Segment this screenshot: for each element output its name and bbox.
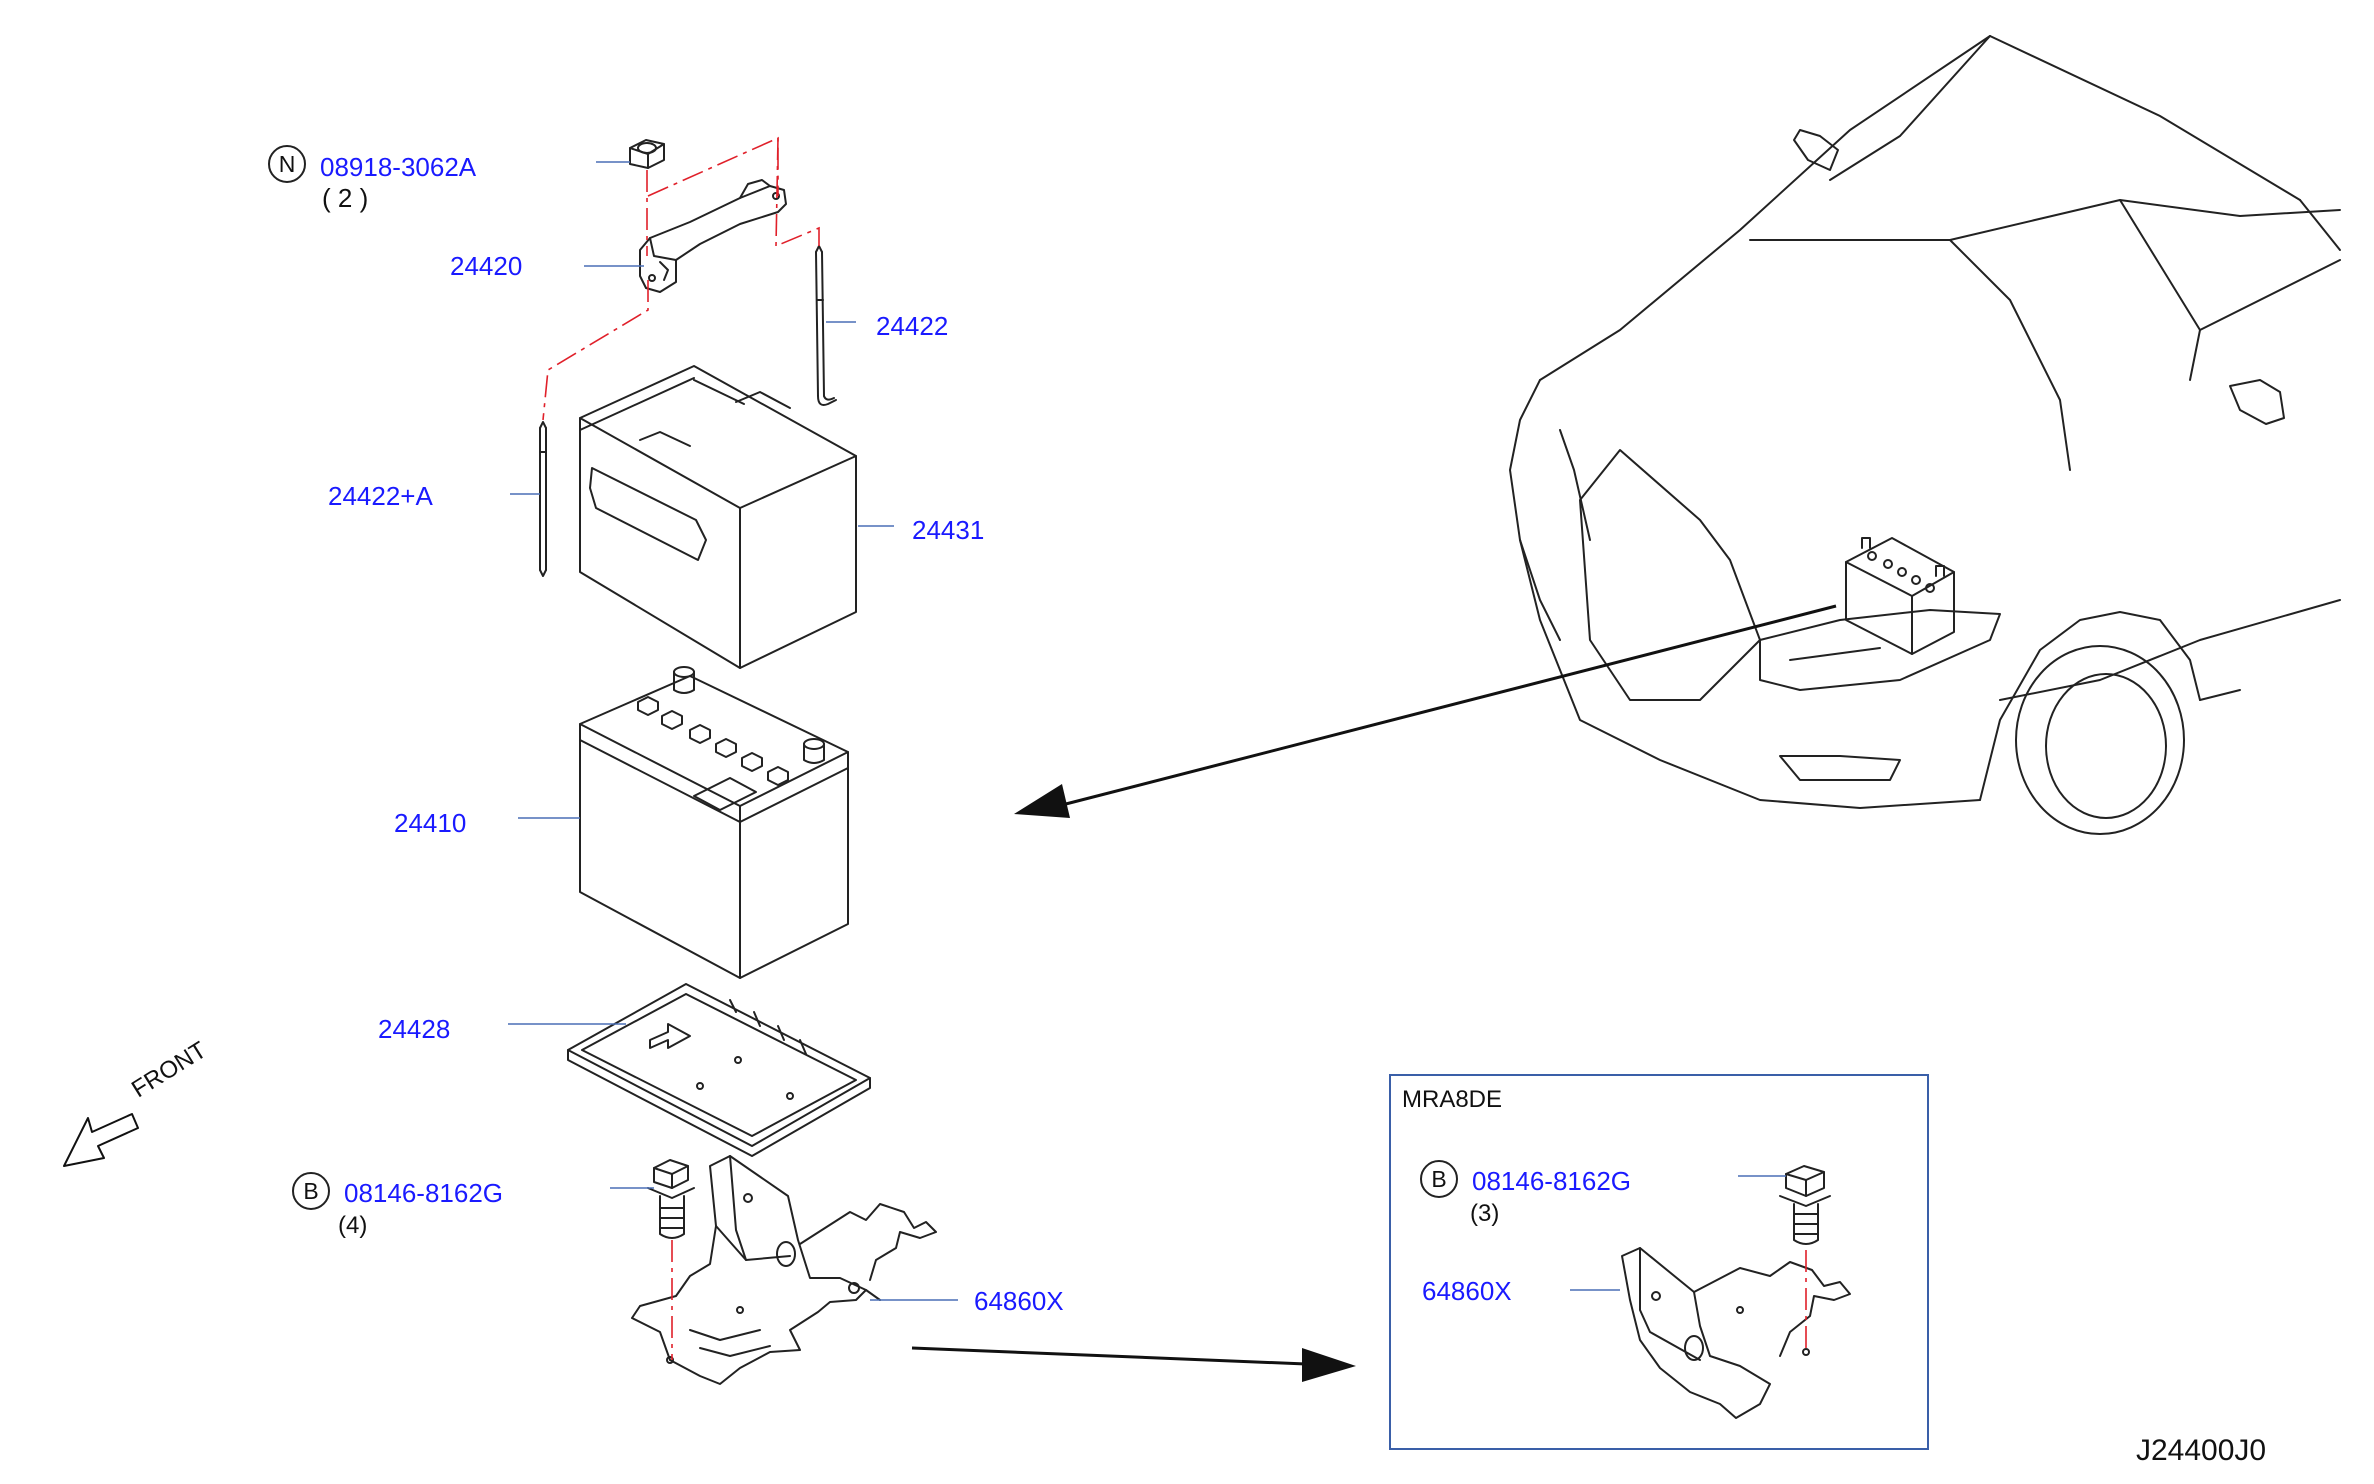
nut-symbol-badge: N [268, 145, 306, 183]
vent-caps-icon [637, 696, 789, 786]
battery-cover-icon [579, 365, 857, 669]
front-arrow-icon [63, 1113, 139, 1167]
variant-inset-panel [1389, 1074, 1929, 1450]
nut-quantity: ( 2 ) [322, 183, 369, 213]
bolt-icon [647, 1159, 695, 1239]
inset-part-number-support[interactable]: 64860X [1422, 1276, 1512, 1306]
diagram-code: J24400J0 [2136, 1434, 2267, 1467]
part-number-rod-left[interactable]: 24422+A [328, 481, 433, 511]
part-number-nut[interactable]: 08918-3062A [320, 152, 477, 182]
part-number-bolt[interactable]: 08146-8162G [344, 1178, 504, 1208]
inset-support-bracket-icon [1621, 1247, 1851, 1419]
part-number-bracket[interactable]: 24420 [450, 251, 523, 281]
phantom-lines [542, 136, 1807, 1360]
part-number-battery[interactable]: 24410 [394, 808, 467, 838]
variant-inset-arrow [911, 1346, 1356, 1382]
part-number-rod-right[interactable]: 24422 [876, 311, 949, 341]
hold-down-rod-left-icon [539, 421, 547, 577]
leader-lines [508, 161, 1786, 1301]
hold-down-rod-right-icon [815, 245, 837, 406]
nut-icon [629, 139, 665, 169]
inset-bolt-symbol-badge: B [1420, 1160, 1458, 1198]
bolt-symbol-badge: B [292, 1172, 330, 1210]
part-number-tray[interactable]: 24428 [378, 1014, 451, 1044]
battery-icon [579, 666, 849, 979]
battery-location-icon [1845, 537, 1955, 655]
battery-bracket-icon [639, 179, 787, 293]
battery-tray-icon [567, 983, 871, 1157]
inset-part-number-bolt[interactable]: 08146-8162G [1472, 1166, 1632, 1196]
inset-bolt-icon [1779, 1165, 1831, 1245]
bolt-quantity: (4) [338, 1212, 368, 1239]
inset-bolt-quantity: (3) [1470, 1200, 1500, 1227]
battery-location-arrow [1014, 604, 1837, 818]
car-outline-icon [1509, 35, 2341, 835]
battery-support-bracket-icon [631, 1155, 937, 1385]
inset-title: MRA8DE [1402, 1086, 1503, 1113]
part-number-support[interactable]: 64860X [974, 1286, 1064, 1316]
part-number-cover[interactable]: 24431 [912, 515, 985, 545]
